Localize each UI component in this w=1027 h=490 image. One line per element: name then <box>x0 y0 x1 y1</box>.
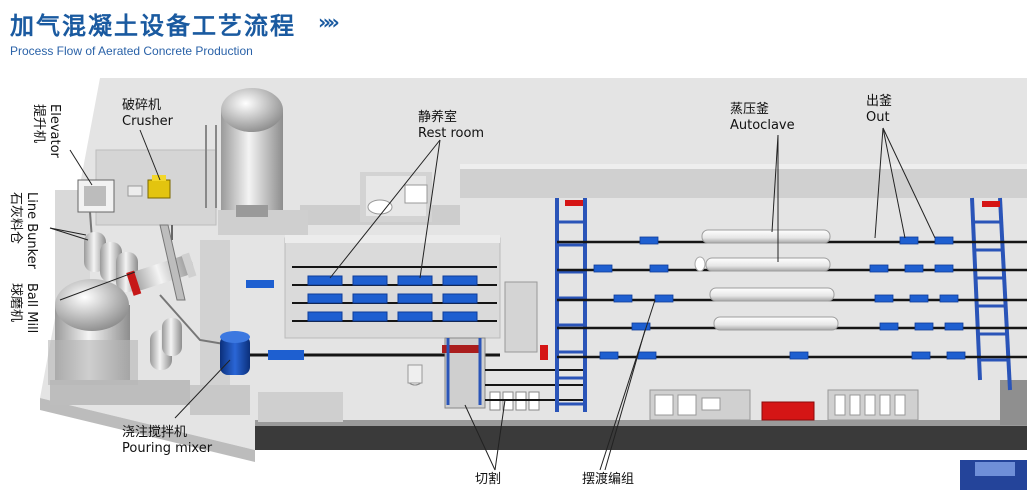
label-ball-mill-cn-wrap: 球磨机 <box>8 283 23 322</box>
silo-bottom-left <box>48 279 138 385</box>
label-crusher-cn: 破碎机 <box>122 98 162 113</box>
label-crusher-en: Crusher <box>122 114 174 129</box>
silo-top-center <box>205 88 283 217</box>
annotation-leaders <box>49 127 936 471</box>
rest-room-area <box>246 184 501 339</box>
mold-carts <box>593 236 966 360</box>
label-pouring-mixer-cn: 浇注搅拌机 <box>122 425 188 440</box>
diagram-title: 加气混凝土设备工艺流程 <box>10 11 296 40</box>
label-cutting-cn: 切割 <box>475 472 502 487</box>
label-out: 出釜 Out <box>866 94 892 126</box>
label-autoclave-cn: 蒸压釜 <box>730 102 770 117</box>
label-rest-room-cn: 静养室 <box>418 110 458 125</box>
label-elevator-en: Elevator <box>47 104 62 158</box>
diagram-subtitle: Process Flow of Aerated Concrete Product… <box>10 44 253 58</box>
label-line-bunker-cn-wrap: 石灰料仓 <box>8 192 23 244</box>
label-pouring-mixer-en: Pouring mixer <box>122 441 213 456</box>
label-out-en: Out <box>866 110 890 125</box>
autoclave-vessels <box>694 229 839 331</box>
cutting-area <box>407 281 585 411</box>
label-out-cn: 出釜 <box>866 94 893 109</box>
label-ball-mill-cn: 球磨机 <box>8 283 23 323</box>
delivery-truck <box>960 460 1027 490</box>
label-line-bunker-cn: 石灰料仓 <box>8 192 23 245</box>
storage-area <box>649 389 919 421</box>
label-ferry-grouping: 摆渡编组 <box>582 472 634 488</box>
elevator-machine <box>77 179 115 241</box>
ferry-frame-left <box>555 198 587 412</box>
label-ball-mill-en: Ball Mill <box>24 283 39 334</box>
label-crusher: 破碎机 Crusher <box>122 98 173 130</box>
label-autoclave-en: Autoclave <box>730 118 795 133</box>
label-rest-room: 静养室 Rest room <box>418 110 484 142</box>
ferry-frame-right <box>970 197 1012 391</box>
label-rest-room-en: Rest room <box>418 126 485 141</box>
ball-mill-drum <box>126 224 197 301</box>
label-elevator-cn: 提升机 <box>31 104 46 144</box>
label-pouring-mixer: 浇注搅拌机 Pouring mixer <box>122 425 212 457</box>
label-ferry-grouping-cn: 摆渡编组 <box>582 472 635 487</box>
slurry-tanks <box>150 294 231 370</box>
label-cutting: 切割 <box>475 472 501 488</box>
label-ball-mill: Ball Mill <box>24 283 39 333</box>
header: 加气混凝土设备工艺流程 »» Process Flow of Aerated C… <box>10 4 610 64</box>
label-line-bunker-en: Line Bunker <box>24 192 39 270</box>
label-autoclave: 蒸压釜 Autoclave <box>730 102 795 134</box>
label-elevator-cn-wrap: 提升机 <box>31 104 46 143</box>
label-elevator: Elevator <box>47 104 62 158</box>
double-chevron-icon: »» <box>318 10 340 34</box>
label-line-bunker: Line Bunker <box>24 192 39 269</box>
